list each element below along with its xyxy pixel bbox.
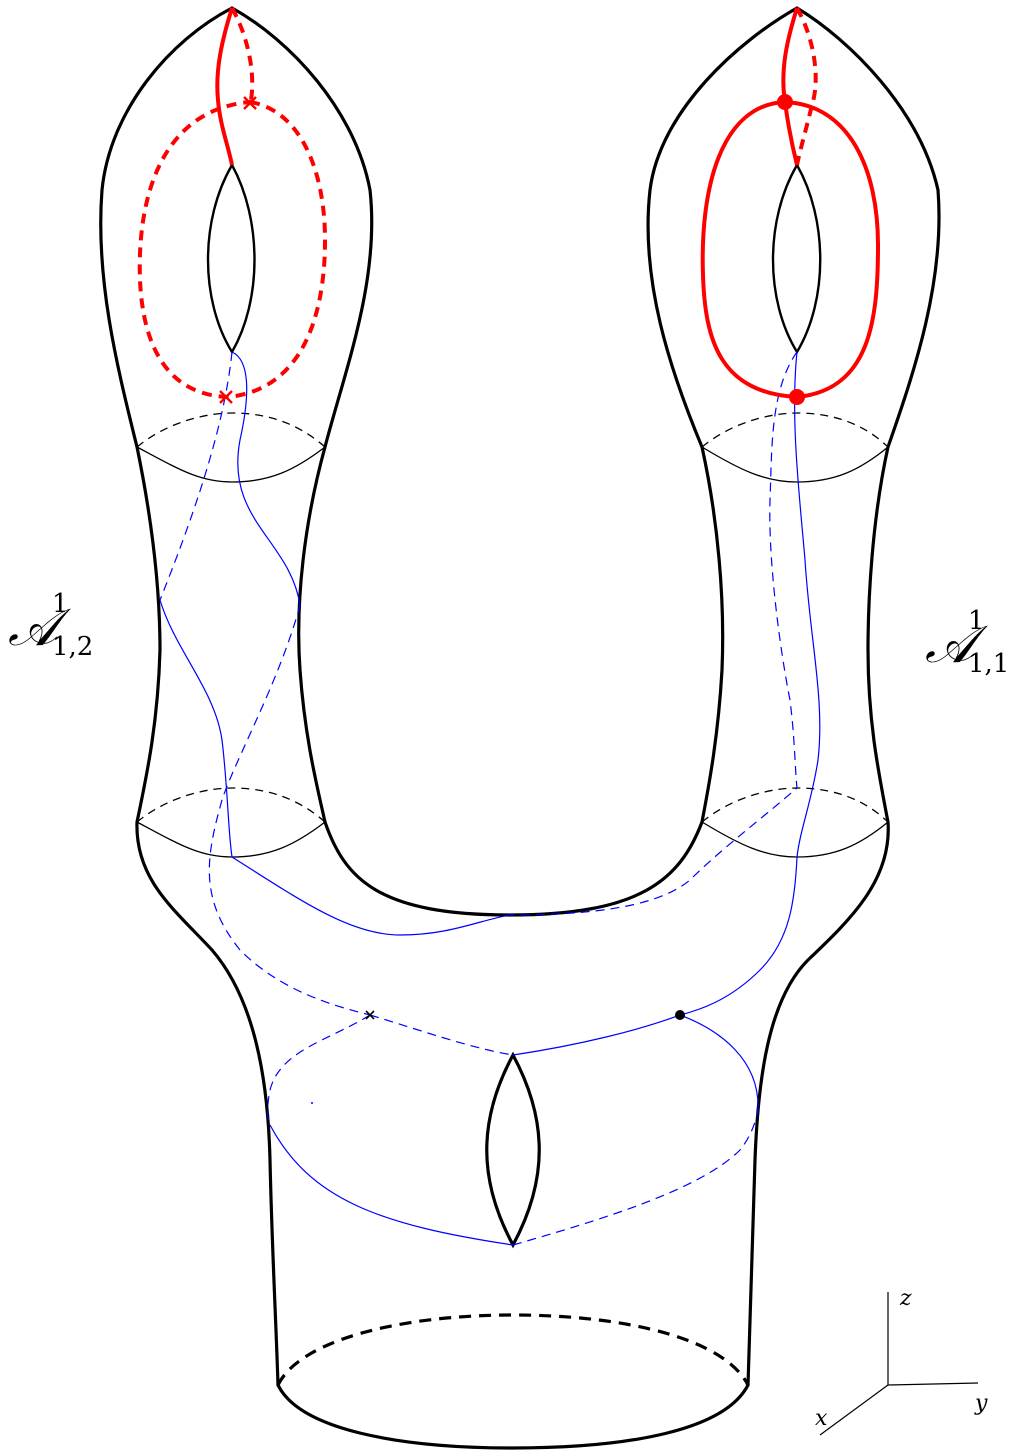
markers (220, 94, 805, 1104)
x-axis-label: x (815, 1406, 828, 1431)
bottom-blue-front-left (270, 1125, 513, 1245)
bottom-handle-hole (487, 1055, 540, 1245)
left-outer-contour (101, 8, 278, 1385)
left-lower-cut-back (137, 788, 325, 822)
small-blue-dot (311, 1102, 313, 1104)
left-red-meridian-back (232, 8, 252, 105)
right-red-dot-top (777, 94, 793, 110)
right-lower-cut-back (702, 788, 888, 822)
left-blue-to-crotch (232, 857, 510, 935)
bottom-blue-back-upper (370, 1015, 513, 1055)
right-red-meridian-back (797, 8, 816, 165)
left-label-sup: 1 (52, 589, 69, 619)
bottom-boundary-back (278, 1315, 748, 1385)
bottom-blue-back-left (268, 1015, 370, 1125)
right-surface-label: 𝒜 1 1,1 (925, 606, 1009, 679)
bottom-blue-front-upper (513, 1015, 758, 1110)
bottom-blue-back-right (513, 1110, 758, 1245)
right-red-dot-bottom (789, 389, 805, 405)
right-label-sub: 1,1 (968, 649, 1009, 679)
cut-circles (137, 413, 888, 857)
right-red-loop (703, 102, 878, 397)
left-blue-front-lower (160, 600, 232, 857)
left-blue-back-lower (209, 605, 370, 1015)
right-upper-cut-front (702, 447, 888, 482)
left-upper-cut-back (137, 413, 325, 447)
y-axis-label: y (974, 1391, 988, 1416)
right-blue-back (510, 352, 797, 915)
coordinate-axes (820, 1292, 978, 1435)
x-axis-line (820, 1385, 888, 1435)
left-label-sub: 1,2 (52, 632, 93, 662)
black-cross (366, 1011, 374, 1019)
left-handle-hole (208, 165, 255, 352)
z-axis-label: z (899, 1286, 912, 1311)
right-lower-cut-front (702, 822, 888, 857)
left-surface-label: 𝒜 1 1,2 (8, 589, 93, 662)
left-inner-contour (232, 8, 372, 822)
y-axis-line (888, 1383, 978, 1385)
holes (208, 165, 820, 352)
left-upper-cut-front (137, 447, 325, 482)
right-red-meridian-front (783, 8, 797, 165)
right-label-sup: 1 (968, 606, 985, 636)
left-red-meridian-front (217, 8, 232, 165)
right-handle-hole (773, 165, 820, 352)
right-blue-front (680, 352, 820, 1015)
red-curves (140, 8, 878, 397)
black-dot (675, 1010, 685, 1020)
bottom-boundary-front (278, 1385, 748, 1448)
